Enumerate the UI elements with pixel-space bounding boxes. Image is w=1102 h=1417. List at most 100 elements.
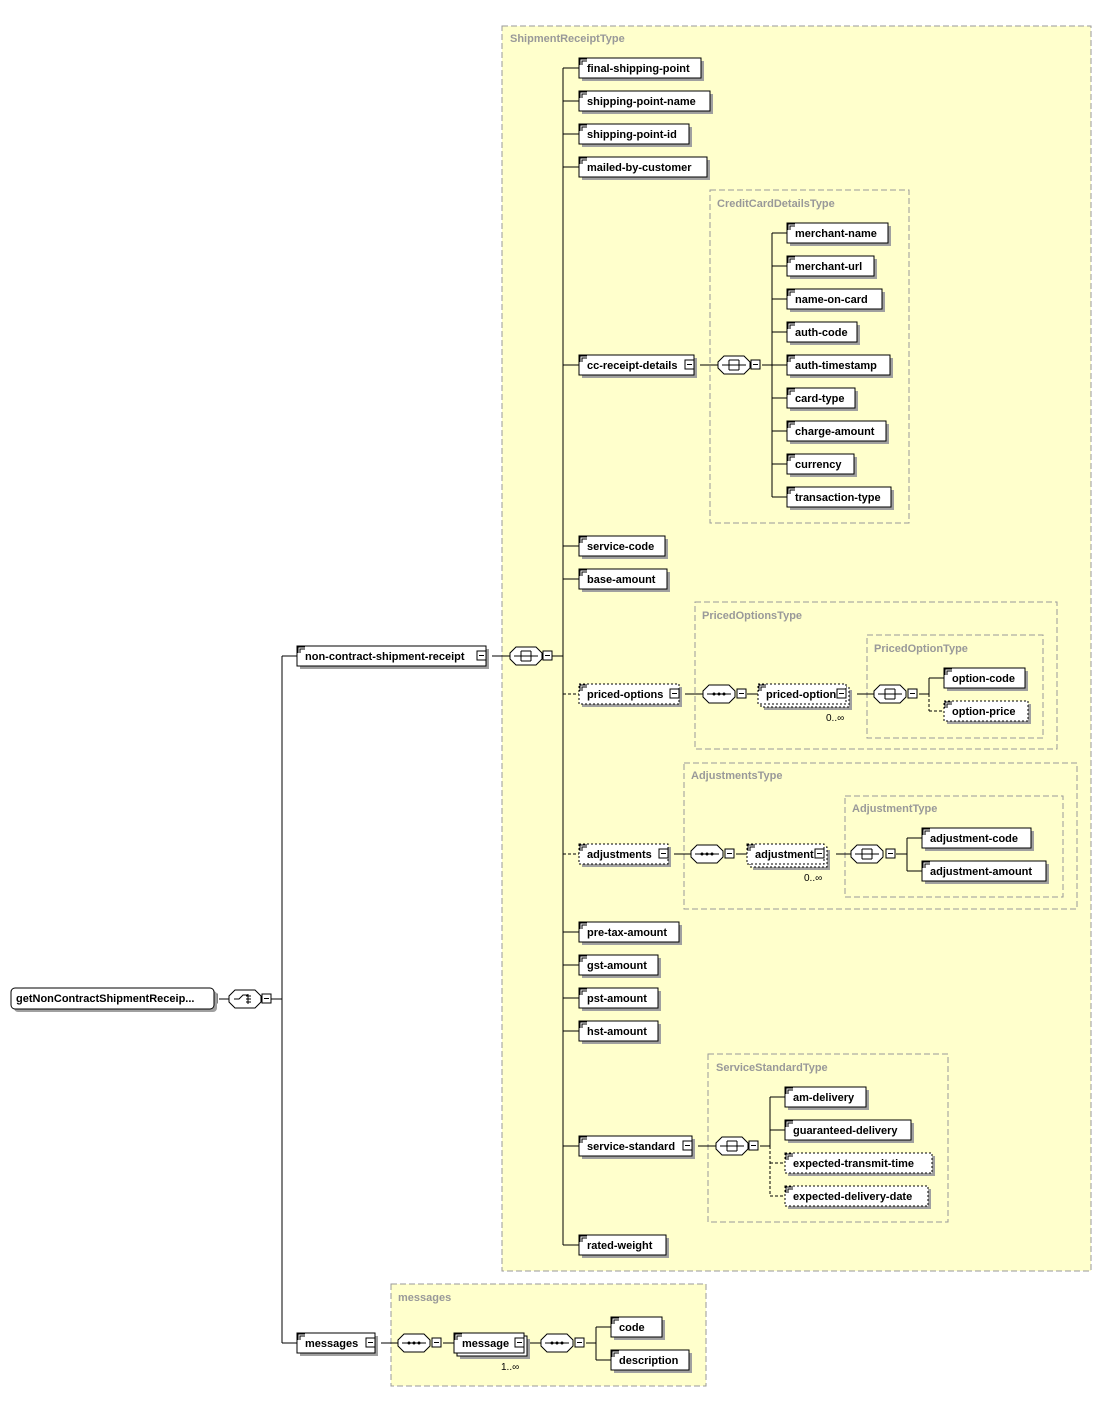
- element-label: priced-option: [766, 689, 837, 701]
- element-charge-amount[interactable]: charge-amount: [786, 420, 889, 444]
- element-hst-amount[interactable]: hst-amount: [578, 1020, 661, 1044]
- element-priced-option[interactable]: priced-option: [757, 683, 852, 710]
- credit-card-details-type-label: CreditCardDetailsType: [717, 198, 835, 210]
- element-label: currency: [795, 459, 842, 471]
- element-label: hst-amount: [587, 1026, 647, 1038]
- adjustment-multiplicity: 0..∞: [804, 873, 822, 884]
- element-shipping-point-name[interactable]: shipping-point-name: [578, 90, 713, 114]
- element-label: message: [462, 1338, 509, 1350]
- element-label: pst-amount: [587, 993, 647, 1005]
- adjustments-type-label: AdjustmentsType: [691, 770, 782, 782]
- adjustment-type-label: AdjustmentType: [852, 803, 937, 815]
- shipment-receipt-type-label: ShipmentReceiptType: [510, 33, 625, 45]
- element-label: option-price: [952, 706, 1016, 718]
- connector-lines: [219, 67, 944, 1361]
- element-transaction-type[interactable]: transaction-type: [786, 486, 894, 510]
- element-label: non-contract-shipment-receipt: [305, 651, 465, 663]
- element-rated-weight[interactable]: rated-weight: [578, 1234, 669, 1258]
- element-label: transaction-type: [795, 492, 881, 504]
- element-priced-options[interactable]: priced-options: [578, 683, 682, 707]
- element-description[interactable]: description: [610, 1349, 692, 1373]
- element-shipping-point-id[interactable]: shipping-point-id: [578, 123, 692, 147]
- message-multiplicity: 1..∞: [501, 1362, 519, 1373]
- priced-option-multiplicity: 0..∞: [826, 713, 844, 724]
- element-adjustment[interactable]: adjustment: [746, 843, 830, 870]
- element-label: option-code: [952, 673, 1015, 685]
- element-service-code[interactable]: service-code: [578, 535, 668, 559]
- sequence-dots-priced-options-icon: [702, 684, 747, 704]
- compositors: [207, 355, 918, 1353]
- element-auth-code[interactable]: auth-code: [786, 321, 860, 345]
- element-label: name-on-card: [795, 294, 868, 306]
- sequence-dots-adjustments-icon: [690, 844, 735, 864]
- element-code[interactable]: code: [610, 1316, 665, 1340]
- sequence-compositor-priced-option-icon: [873, 684, 918, 704]
- element-label: messages: [305, 1338, 358, 1350]
- element-label: base-amount: [587, 574, 656, 586]
- element-messages[interactable]: messages: [296, 1332, 378, 1356]
- sequence-compositor-adjustment-icon: [850, 844, 896, 864]
- element-currency[interactable]: currency: [786, 453, 857, 477]
- element-label: service-code: [587, 541, 654, 553]
- element-adjustments[interactable]: adjustments: [578, 843, 671, 867]
- element-label: service-standard: [587, 1141, 675, 1153]
- element-base-amount[interactable]: base-amount: [578, 568, 670, 592]
- element-label: description: [619, 1355, 679, 1367]
- element-cc-receipt-details[interactable]: cc-receipt-details: [578, 354, 697, 378]
- element-label: merchant-name: [795, 228, 877, 240]
- element-label: guaranteed-delivery: [793, 1125, 898, 1137]
- element-card-type[interactable]: card-type: [786, 387, 858, 411]
- service-standard-type-label: ServiceStandardType: [716, 1062, 828, 1074]
- element-label: final-shipping-point: [587, 63, 690, 75]
- messages-type-label: messages: [398, 1292, 451, 1304]
- element-label: am-delivery: [793, 1092, 855, 1104]
- choice-compositor-icon: [228, 989, 272, 1009]
- element-adjustment-code[interactable]: adjustment-code: [921, 827, 1034, 851]
- element-final-shipping-point[interactable]: final-shipping-point: [578, 57, 704, 81]
- sequence-compositor-main-icon: [509, 646, 553, 666]
- element-am-delivery[interactable]: am-delivery: [784, 1086, 869, 1110]
- element-adjustment-amount[interactable]: adjustment-amount: [921, 860, 1049, 884]
- root-element-label: getNonContractShipmentReceip...: [16, 993, 194, 1005]
- element-label: merchant-url: [795, 261, 862, 273]
- element-label: adjustment-code: [930, 833, 1018, 845]
- element-label: adjustments: [587, 849, 652, 861]
- element-nodes: non-contract-shipment-receipt messages fin…: [296, 57, 1049, 1373]
- element-guaranteed-delivery[interactable]: guaranteed-delivery: [784, 1119, 914, 1143]
- element-label: gst-amount: [587, 960, 647, 972]
- sequence-compositor-cc-icon: [717, 355, 761, 375]
- element-expected-delivery-date[interactable]: expected-delivery-date: [784, 1185, 931, 1209]
- priced-options-type-label: PricedOptionsType: [702, 610, 802, 622]
- element-label: card-type: [795, 393, 845, 405]
- sequence-dots-message-icon: [540, 1333, 585, 1353]
- element-gst-amount[interactable]: gst-amount: [578, 954, 661, 978]
- element-option-price[interactable]: option-price: [943, 700, 1031, 724]
- element-label: shipping-point-id: [587, 129, 677, 141]
- root-element[interactable]: getNonContractShipmentReceip...: [10, 987, 217, 1012]
- element-mailed-by-customer[interactable]: mailed-by-customer: [578, 156, 710, 180]
- element-label: expected-delivery-date: [793, 1191, 912, 1203]
- element-option-code[interactable]: option-code: [943, 667, 1028, 691]
- element-label: pre-tax-amount: [587, 927, 667, 939]
- element-expected-transmit-time[interactable]: expected-transmit-time: [784, 1152, 935, 1176]
- element-pst-amount[interactable]: pst-amount: [578, 987, 661, 1011]
- element-label: adjustment: [755, 849, 814, 861]
- element-label: adjustment-amount: [930, 866, 1032, 878]
- element-message[interactable]: message: [453, 1332, 530, 1359]
- element-label: shipping-point-name: [587, 96, 696, 108]
- element-label: auth-code: [795, 327, 848, 339]
- element-name-on-card[interactable]: name-on-card: [786, 288, 885, 312]
- element-label: cc-receipt-details: [587, 360, 677, 372]
- element-pre-tax-amount[interactable]: pre-tax-amount: [578, 921, 682, 945]
- sequence-dots-messages-icon: [397, 1333, 442, 1353]
- element-merchant-name[interactable]: merchant-name: [786, 222, 891, 246]
- element-auth-timestamp[interactable]: auth-timestamp: [786, 354, 893, 378]
- element-service-standard[interactable]: service-standard: [578, 1135, 695, 1159]
- priced-option-type-label: PricedOptionType: [874, 643, 968, 655]
- element-merchant-url[interactable]: merchant-url: [786, 255, 877, 279]
- element-label: charge-amount: [795, 426, 875, 438]
- element-non-contract-shipment-receipt[interactable]: non-contract-shipment-receipt: [296, 645, 489, 669]
- element-label: expected-transmit-time: [793, 1158, 914, 1170]
- element-label: auth-timestamp: [795, 360, 877, 372]
